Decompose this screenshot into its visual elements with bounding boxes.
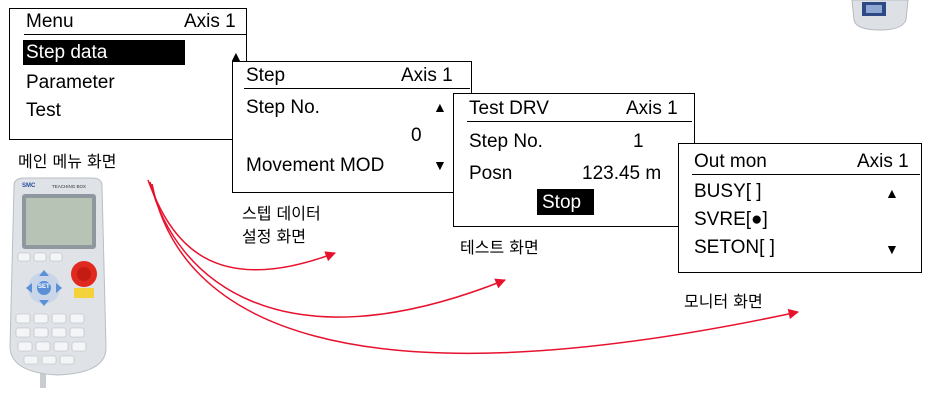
test-step-no-label: Step No. [469,131,543,152]
step-caption: 스텝 데이터 설정 화면 [242,202,321,248]
test-axis: Axis 1 [626,98,678,119]
stop-button[interactable]: Stop [542,192,582,213]
posn-label: Posn [469,163,513,184]
menu-item-step-data-highlight[interactable] [23,40,185,65]
step-no-label: Step No. [246,97,320,118]
step-no-value: 0 [411,125,422,146]
scroll-up-icon: ▲ [229,48,243,64]
monitor-title-underline [692,174,920,176]
menu-item-step-data[interactable]: Step data [26,42,108,63]
monitor-title: Out mon [694,151,767,172]
output-monitor-screen: Out mon Axis 1 BUSY[ ] ▲ SVRE[●] SETON[ … [678,143,922,273]
test-title: Test DRV [469,98,549,119]
step-title-underline [244,88,470,90]
signal-seton: SETON[ ] [694,237,775,258]
signal-busy: BUSY[ ] [694,181,762,202]
monitor-scroll-up-icon: ▲ [885,185,899,201]
step-scroll-up-icon: ▲ [433,99,447,115]
menu-axis: Axis 1 [184,11,236,32]
menu-title-underline [24,34,246,36]
test-step-no-value: 1 [633,131,644,152]
arrow-to-monitor [151,183,800,354]
menu-caption: 메인 메뉴 화면 [18,152,117,171]
posn-value: 123.45 m [582,163,662,184]
test-drv-screen: Test DRV Axis 1 Step No. 1 Posn 123.45 m… [453,93,695,227]
step-title: Step [246,65,286,86]
monitor-caption: 모니터 화면 [684,292,763,311]
step-scroll-down-icon: ▼ [433,157,447,173]
monitor-axis: Axis 1 [857,151,909,172]
movement-mod-label: Movement MOD [246,155,385,176]
controller-device [850,0,910,31]
step-axis: Axis 1 [401,65,453,86]
device-label: TEACHING BOX [52,184,87,189]
menu-item-test[interactable]: Test [26,100,61,121]
test-title-underline [467,121,692,123]
step-caption-line2: 설정 화면 [242,227,306,247]
monitor-scroll-down-icon: ▼ [885,241,899,257]
signal-svre: SVRE[●] [694,209,768,230]
stop-button-highlight[interactable] [537,189,594,215]
test-caption: 테스트 화면 [460,238,539,257]
step-screen: Step Axis 1 Step No. ▲ 0 Movement MOD ▼ [232,61,472,193]
brand-logo: SMC [22,183,36,189]
teaching-box-device: SMC TEACHING BOX SET [4,177,112,388]
menu-screen: Menu Axis 1 Step data ▲ Parameter Test ▼ [9,8,247,140]
menu-item-parameter[interactable]: Parameter [26,72,115,93]
step-caption-line1: 스텝 데이터 [242,204,321,223]
arrow-to-test [149,181,506,318]
set-key: SET [38,284,50,290]
menu-title: Menu [26,11,74,32]
svre-on-dot-icon: ● [751,209,763,230]
